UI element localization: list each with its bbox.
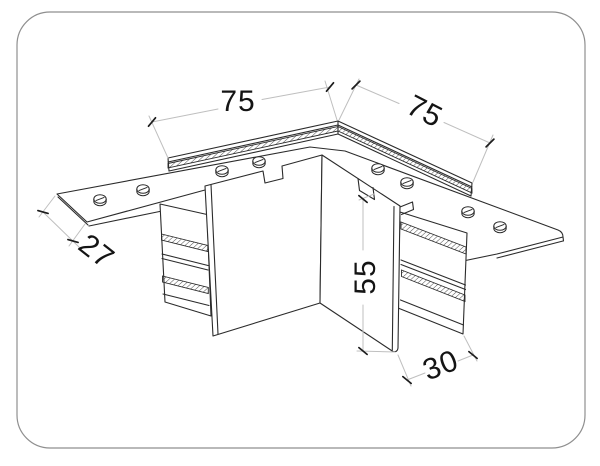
dimension-55-panel-height: 55 <box>349 193 396 356</box>
left-ribbed-profile <box>159 203 212 317</box>
corner-panel-left <box>204 154 323 337</box>
dim-label-55: 55 <box>349 259 382 294</box>
dimension-75-top-left: 75 <box>147 80 338 159</box>
corner-rail <box>167 120 473 197</box>
right-ribbed-profile <box>397 211 468 335</box>
dim-label-75-top-left: 75 <box>220 85 255 118</box>
